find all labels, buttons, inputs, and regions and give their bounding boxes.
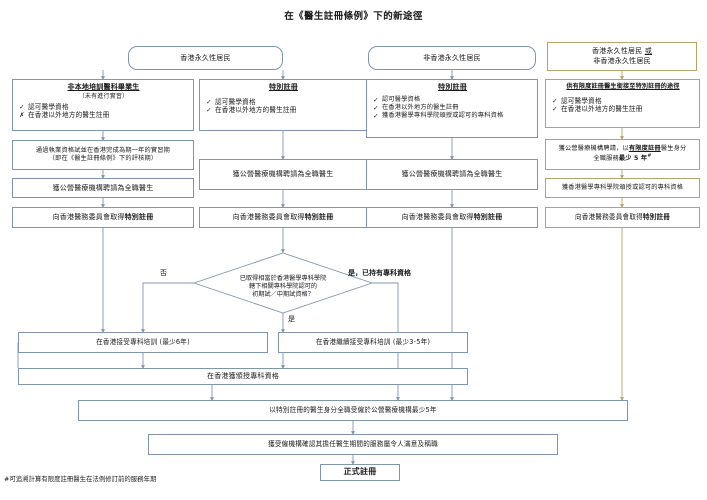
step-box-col3-1: 獲公營醫療機構聘請為全職醫生 [366, 159, 538, 190]
check-icon: ✓ [373, 95, 379, 104]
special-registration-col2: 向香港醫務委員會取得特別註冊 [199, 207, 367, 228]
criteria-heading-col3: 特別註冊 [438, 83, 467, 91]
criteria-item: ✓ 在香港以外地方的醫生註冊 [552, 105, 643, 114]
employer-confirmation-box: 獲受僱機構確認其擔任醫生期間的服務屬令人滿意及稱職 [148, 434, 558, 455]
criteria-item: ✓ 認可醫學資格 [552, 96, 602, 105]
criteria-heading-col4: 供有限度註冊醫生銜接至特別註冊的途徑 [566, 83, 680, 90]
footnote: #可追溯計算有限度註冊醫生在法例修訂前的服務年期 [4, 475, 157, 483]
check-icon: ✓ [206, 106, 212, 115]
criteria-item: ✓ 獲香港醫學專科學院頒授或認可的專科資格 [373, 112, 504, 121]
check-icon: ✓ [552, 96, 558, 105]
special-registration-col1: 向香港醫務委員會取得特別註冊 [12, 207, 194, 228]
special-registration-col4: 向香港醫務委員會取得特別註冊 [545, 207, 700, 228]
check-icon: ✓ [19, 102, 25, 111]
criteria-item: ✗ 在香港以外地方的醫生註冊 [19, 111, 110, 120]
step-box-col4-2: 獲香港醫學專科學院頒授或認可的專科資格 [545, 178, 700, 198]
service-requirement-box: 以特別註冊的醫生身分全職受僱於公營醫療機構最少5年 [78, 400, 628, 421]
criteria-box-col2: 特別註冊 ✓ 認可醫學資格 ✓ 在香港以外地方的醫生註冊 [199, 79, 367, 131]
header-col2: 非香港永久性居民 [368, 46, 536, 70]
diamond-shape [193, 252, 373, 314]
header-col1: 香港永久性居民 [128, 46, 283, 70]
check-icon: ✓ [373, 104, 379, 113]
specialist-qualification-box: 在香港獲頒授專科資格 [18, 368, 468, 385]
special-registration-col3: 向香港醫務委員會取得特別註冊 [366, 207, 538, 228]
header-col4: 香港永久性居民 或非香港永久性居民 [547, 42, 697, 71]
step-box-col4-1: 獲公營醫療機構聘請，以有限度註冊醫生身分全職服務最少 5 年# [545, 139, 700, 170]
training-box-right: 在香港繼續接受專科培訓 (最少3-5年) [278, 332, 468, 353]
criteria-subheading-col1: （未有進行實習） [78, 92, 129, 100]
criteria-heading-col1: 非本地培訓醫科畢業生 [67, 83, 140, 91]
step-box-col2-1: 獲公營醫療機構聘請為全職醫生 [199, 159, 367, 190]
step-box-col1-2: 獲公營醫療機構聘請為全職醫生 [12, 178, 194, 198]
page-title: 在《醫生註冊條例》下的新途徑 [284, 11, 423, 22]
check-icon: ✓ [373, 112, 379, 121]
decision-diamond: 已取得相當於香港醫學專科學院 轄下相關專科學院認可的 初期試／中期試資格？ [193, 252, 373, 314]
criteria-box-col3: 特別註冊 ✓ 認可醫學資格 ✓ 在香港以外地方的醫生註冊 ✓ 獲香港醫學專科學院… [366, 79, 538, 138]
cross-icon: ✗ [19, 111, 25, 120]
check-icon: ✓ [552, 105, 558, 114]
check-icon: ✓ [206, 97, 212, 106]
criteria-item: ✓ 在香港以外地方的醫生註冊 [373, 104, 459, 113]
criteria-item: ✓ 在香港以外地方的醫生註冊 [206, 106, 297, 115]
decision-text: 已取得相當於香港醫學專科學院 轄下相關專科學院認可的 初期試／中期試資格？ [239, 274, 327, 299]
full-registration-box: 正式註冊 [320, 464, 400, 481]
training-box-left: 在香港接受專科培訓 (最少6年) [18, 332, 268, 353]
edge-label-yes-right: 是，已持有專科資格 [348, 269, 411, 277]
criteria-box-col1: 非本地培訓醫科畢業生 （未有進行實習） ✓ 認可醫學資格 ✗ 在香港以外地方的醫… [12, 79, 194, 131]
criteria-heading-col2: 特別註冊 [269, 83, 298, 91]
criteria-item: ✓ 認可醫學資格 [206, 97, 256, 106]
criteria-item: ✓ 認可醫學資格 [19, 102, 69, 111]
edge-label-no: 否 [160, 269, 167, 277]
edge-label-yes-down: 是 [288, 315, 295, 323]
criteria-item: ✓ 認可醫學資格 [373, 95, 421, 104]
criteria-box-col4: 供有限度註冊醫生銜接至特別註冊的途徑 ✓ 認可醫學資格 ✓ 在香港以外地方的醫生… [545, 79, 700, 128]
step-box-col1-1: 通過執業資格試並在香港完成為期一年的實習期 （即在《醫生註冊條例》下的評核期） [12, 140, 194, 170]
